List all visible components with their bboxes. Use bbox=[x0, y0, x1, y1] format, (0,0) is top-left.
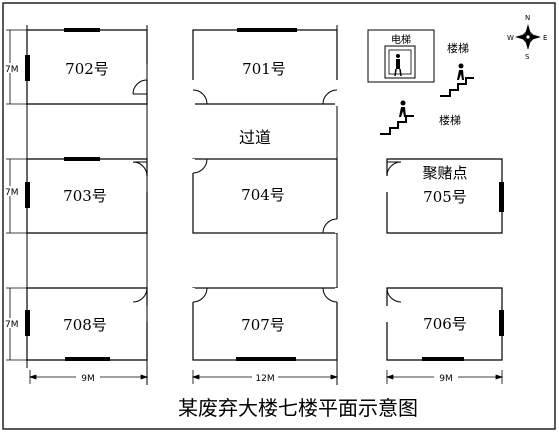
door-705 bbox=[386, 161, 402, 177]
compass-w: W bbox=[507, 34, 514, 42]
room-701-label: 701号 bbox=[242, 60, 286, 78]
door-707-right bbox=[322, 287, 338, 303]
room-702 bbox=[25, 28, 148, 105]
door-704-right bbox=[322, 218, 338, 234]
window-705-side bbox=[499, 182, 504, 212]
dim-height-top: 7M bbox=[5, 65, 19, 75]
window-703 bbox=[64, 157, 100, 161]
corridor-label: 过道 bbox=[239, 128, 271, 147]
dim-width-mid: 12M bbox=[255, 374, 274, 384]
door-704-left bbox=[192, 158, 208, 174]
window-707 bbox=[236, 357, 296, 361]
door-707-left bbox=[192, 287, 208, 303]
diagram-title: 某废弃大楼七楼平面示意图 bbox=[178, 396, 418, 420]
elevator-label: 电梯 bbox=[391, 33, 411, 46]
window-708-side bbox=[25, 310, 30, 336]
stairs-label-lower: 楼梯 bbox=[439, 113, 461, 127]
room-707 bbox=[192, 287, 338, 361]
compass-n: N bbox=[525, 14, 530, 22]
room-708 bbox=[25, 287, 148, 361]
elevator bbox=[367, 29, 435, 83]
compass-icon: N S E W bbox=[507, 14, 547, 61]
room-704-label: 704号 bbox=[241, 186, 285, 204]
outer-frame bbox=[2, 2, 556, 430]
window-706-side bbox=[499, 310, 504, 336]
door-701-right bbox=[322, 89, 338, 105]
stairs-label-upper: 楼梯 bbox=[447, 41, 469, 55]
window-701 bbox=[237, 28, 297, 32]
room-703 bbox=[25, 157, 148, 234]
stairs-upper-icon bbox=[440, 63, 474, 97]
gathering-point-label: 聚赌点 bbox=[422, 164, 467, 182]
room-703-label: 703号 bbox=[63, 187, 107, 205]
room-705 bbox=[386, 158, 504, 234]
room-701 bbox=[192, 28, 338, 106]
door-706 bbox=[386, 287, 402, 303]
door-703 bbox=[132, 161, 148, 177]
stairs-lower-icon bbox=[380, 100, 414, 135]
door-708 bbox=[132, 287, 148, 303]
door-702 bbox=[132, 79, 148, 95]
room-708-label: 708号 bbox=[63, 316, 107, 334]
dim-width-right: 9M bbox=[439, 374, 453, 384]
room-706-label: 706号 bbox=[423, 315, 467, 333]
room-704 bbox=[192, 158, 338, 234]
window-702-side bbox=[25, 55, 30, 81]
window-708 bbox=[65, 357, 110, 361]
dim-height-mid: 7M bbox=[5, 188, 19, 198]
room-706 bbox=[386, 287, 504, 361]
room-702-label: 702号 bbox=[65, 60, 109, 78]
dim-height-bottom: 7M bbox=[5, 320, 19, 330]
compass-e: E bbox=[543, 34, 547, 42]
compass-s: S bbox=[525, 53, 530, 61]
window-702 bbox=[64, 28, 100, 32]
door-701-left bbox=[192, 89, 208, 105]
window-703-side bbox=[25, 182, 30, 208]
room-707-label: 707号 bbox=[241, 316, 285, 334]
window-706 bbox=[422, 357, 464, 361]
room-705-label: 705号 bbox=[423, 188, 467, 206]
dim-width-left: 9M bbox=[81, 374, 95, 384]
